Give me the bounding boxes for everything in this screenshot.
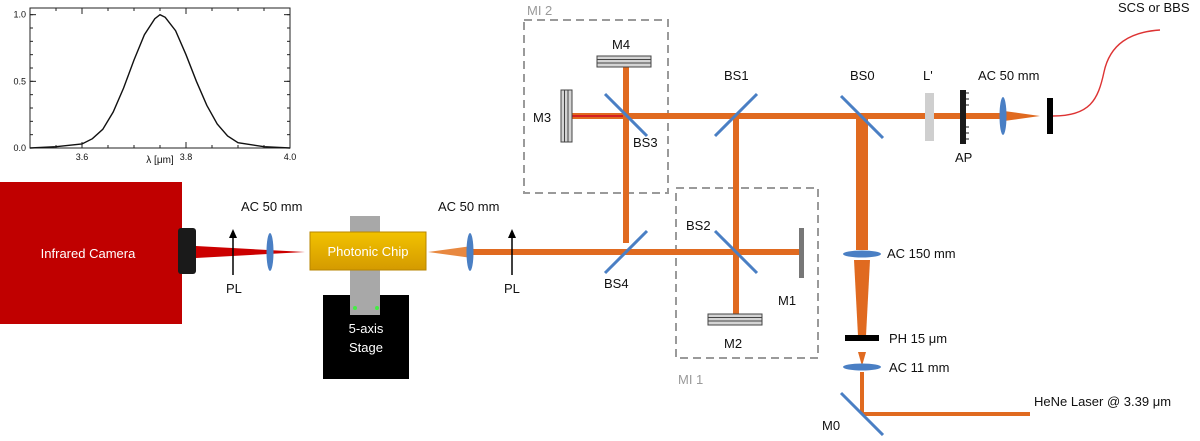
x-tick-label: 3.6 [76, 152, 89, 162]
chart-frame [29, 7, 291, 149]
mirror-m1 [799, 228, 804, 278]
polarizer-right [508, 229, 516, 275]
x-tick-label: 4.0 [284, 152, 297, 162]
pinhole-ph [845, 335, 879, 341]
beam-focus-fiber [1004, 111, 1040, 121]
beam-splitter-bs3 [603, 92, 649, 138]
ap-label: AP [955, 150, 972, 165]
ac11-label: AC 11 mm [889, 360, 949, 375]
y-tick-label: 1.0 [13, 10, 26, 20]
mirror-m3 [560, 89, 573, 143]
aperture-ap [960, 90, 969, 144]
mi1-label: MI 1 [678, 372, 703, 387]
bs4-label: BS4 [604, 276, 629, 291]
x-axis-label: λ [μm] [146, 155, 174, 166]
stage-label-line2: Stage [349, 340, 383, 355]
ph-label: PH 15 μm [889, 331, 947, 346]
bs1-label: BS1 [724, 68, 749, 83]
lens-ac50-left [266, 233, 274, 271]
beam-splitter-bs1 [713, 92, 759, 138]
x-tick-label: 3.8 [180, 152, 193, 162]
mirror-m0 [839, 391, 885, 437]
lens-ac150 [843, 250, 881, 258]
stage-post-top [350, 295, 380, 315]
lens-ac50-right [999, 97, 1007, 135]
chip-label: Photonic Chip [328, 244, 409, 259]
stage-led [353, 306, 357, 310]
stage-label-line1: 5-axis [349, 321, 384, 336]
fiber-line [1052, 29, 1161, 117]
m4-label: M4 [612, 37, 630, 52]
bs0-label: BS0 [850, 68, 875, 83]
m2-label: M2 [724, 336, 742, 351]
ac50-left-label: AC 50 mm [241, 199, 302, 214]
m3-label: M3 [533, 110, 551, 125]
mi1-dashed-box [675, 187, 819, 359]
m1-label: M1 [778, 293, 796, 308]
beam-splitter-bs2 [713, 229, 759, 275]
camera-label: Infrared Camera [41, 246, 136, 261]
lens-l-prime [925, 93, 934, 141]
beam-chip-output [428, 246, 472, 258]
hene-laser-label: HeNe Laser @ 3.39 μm [1034, 394, 1171, 409]
infrared-camera [0, 182, 182, 324]
lens-ac50-mid [466, 233, 474, 271]
y-tick-label: 0.0 [13, 143, 26, 153]
lens-ac11 [843, 363, 881, 371]
bs3-label: BS3 [633, 135, 658, 150]
polarizer-left [229, 229, 237, 275]
scs-bbs-label: SCS or BBS [1118, 0, 1190, 15]
beam-ac11-ph [858, 352, 866, 366]
beam-ph-ac150 [854, 260, 870, 336]
beam-splitter-bs0 [839, 94, 885, 140]
pl-right-label: PL [504, 281, 520, 296]
beam-camera-input [196, 246, 305, 258]
pl-left-label: PL [226, 281, 242, 296]
y-tick-label: 0.5 [13, 76, 26, 86]
ac50-right-label: AC 50 mm [978, 68, 1039, 83]
beam-splitter-bs4 [603, 229, 649, 275]
bs2-label: BS2 [686, 218, 711, 233]
ac150-label: AC 150 mm [887, 246, 956, 261]
m0-label: M0 [822, 418, 840, 433]
fiber-end-block [1047, 98, 1053, 134]
spectrum-series-line [29, 13, 291, 149]
photonic-chip [309, 231, 427, 271]
mirror-m4 [596, 55, 652, 68]
spectrum-inset-chart: 0.0 0.5 1.0 3.6 3.8 4.0 λ [μm] [13, 7, 297, 166]
mi2-dashed-box [523, 19, 669, 194]
ac50-mid-label: AC 50 mm [438, 199, 499, 214]
stage-led [375, 306, 379, 310]
camera-lens-mount [178, 228, 196, 274]
mi2-label: MI 2 [527, 3, 552, 18]
mirror-m2 [707, 313, 763, 326]
l-prime-label: L' [923, 68, 933, 83]
